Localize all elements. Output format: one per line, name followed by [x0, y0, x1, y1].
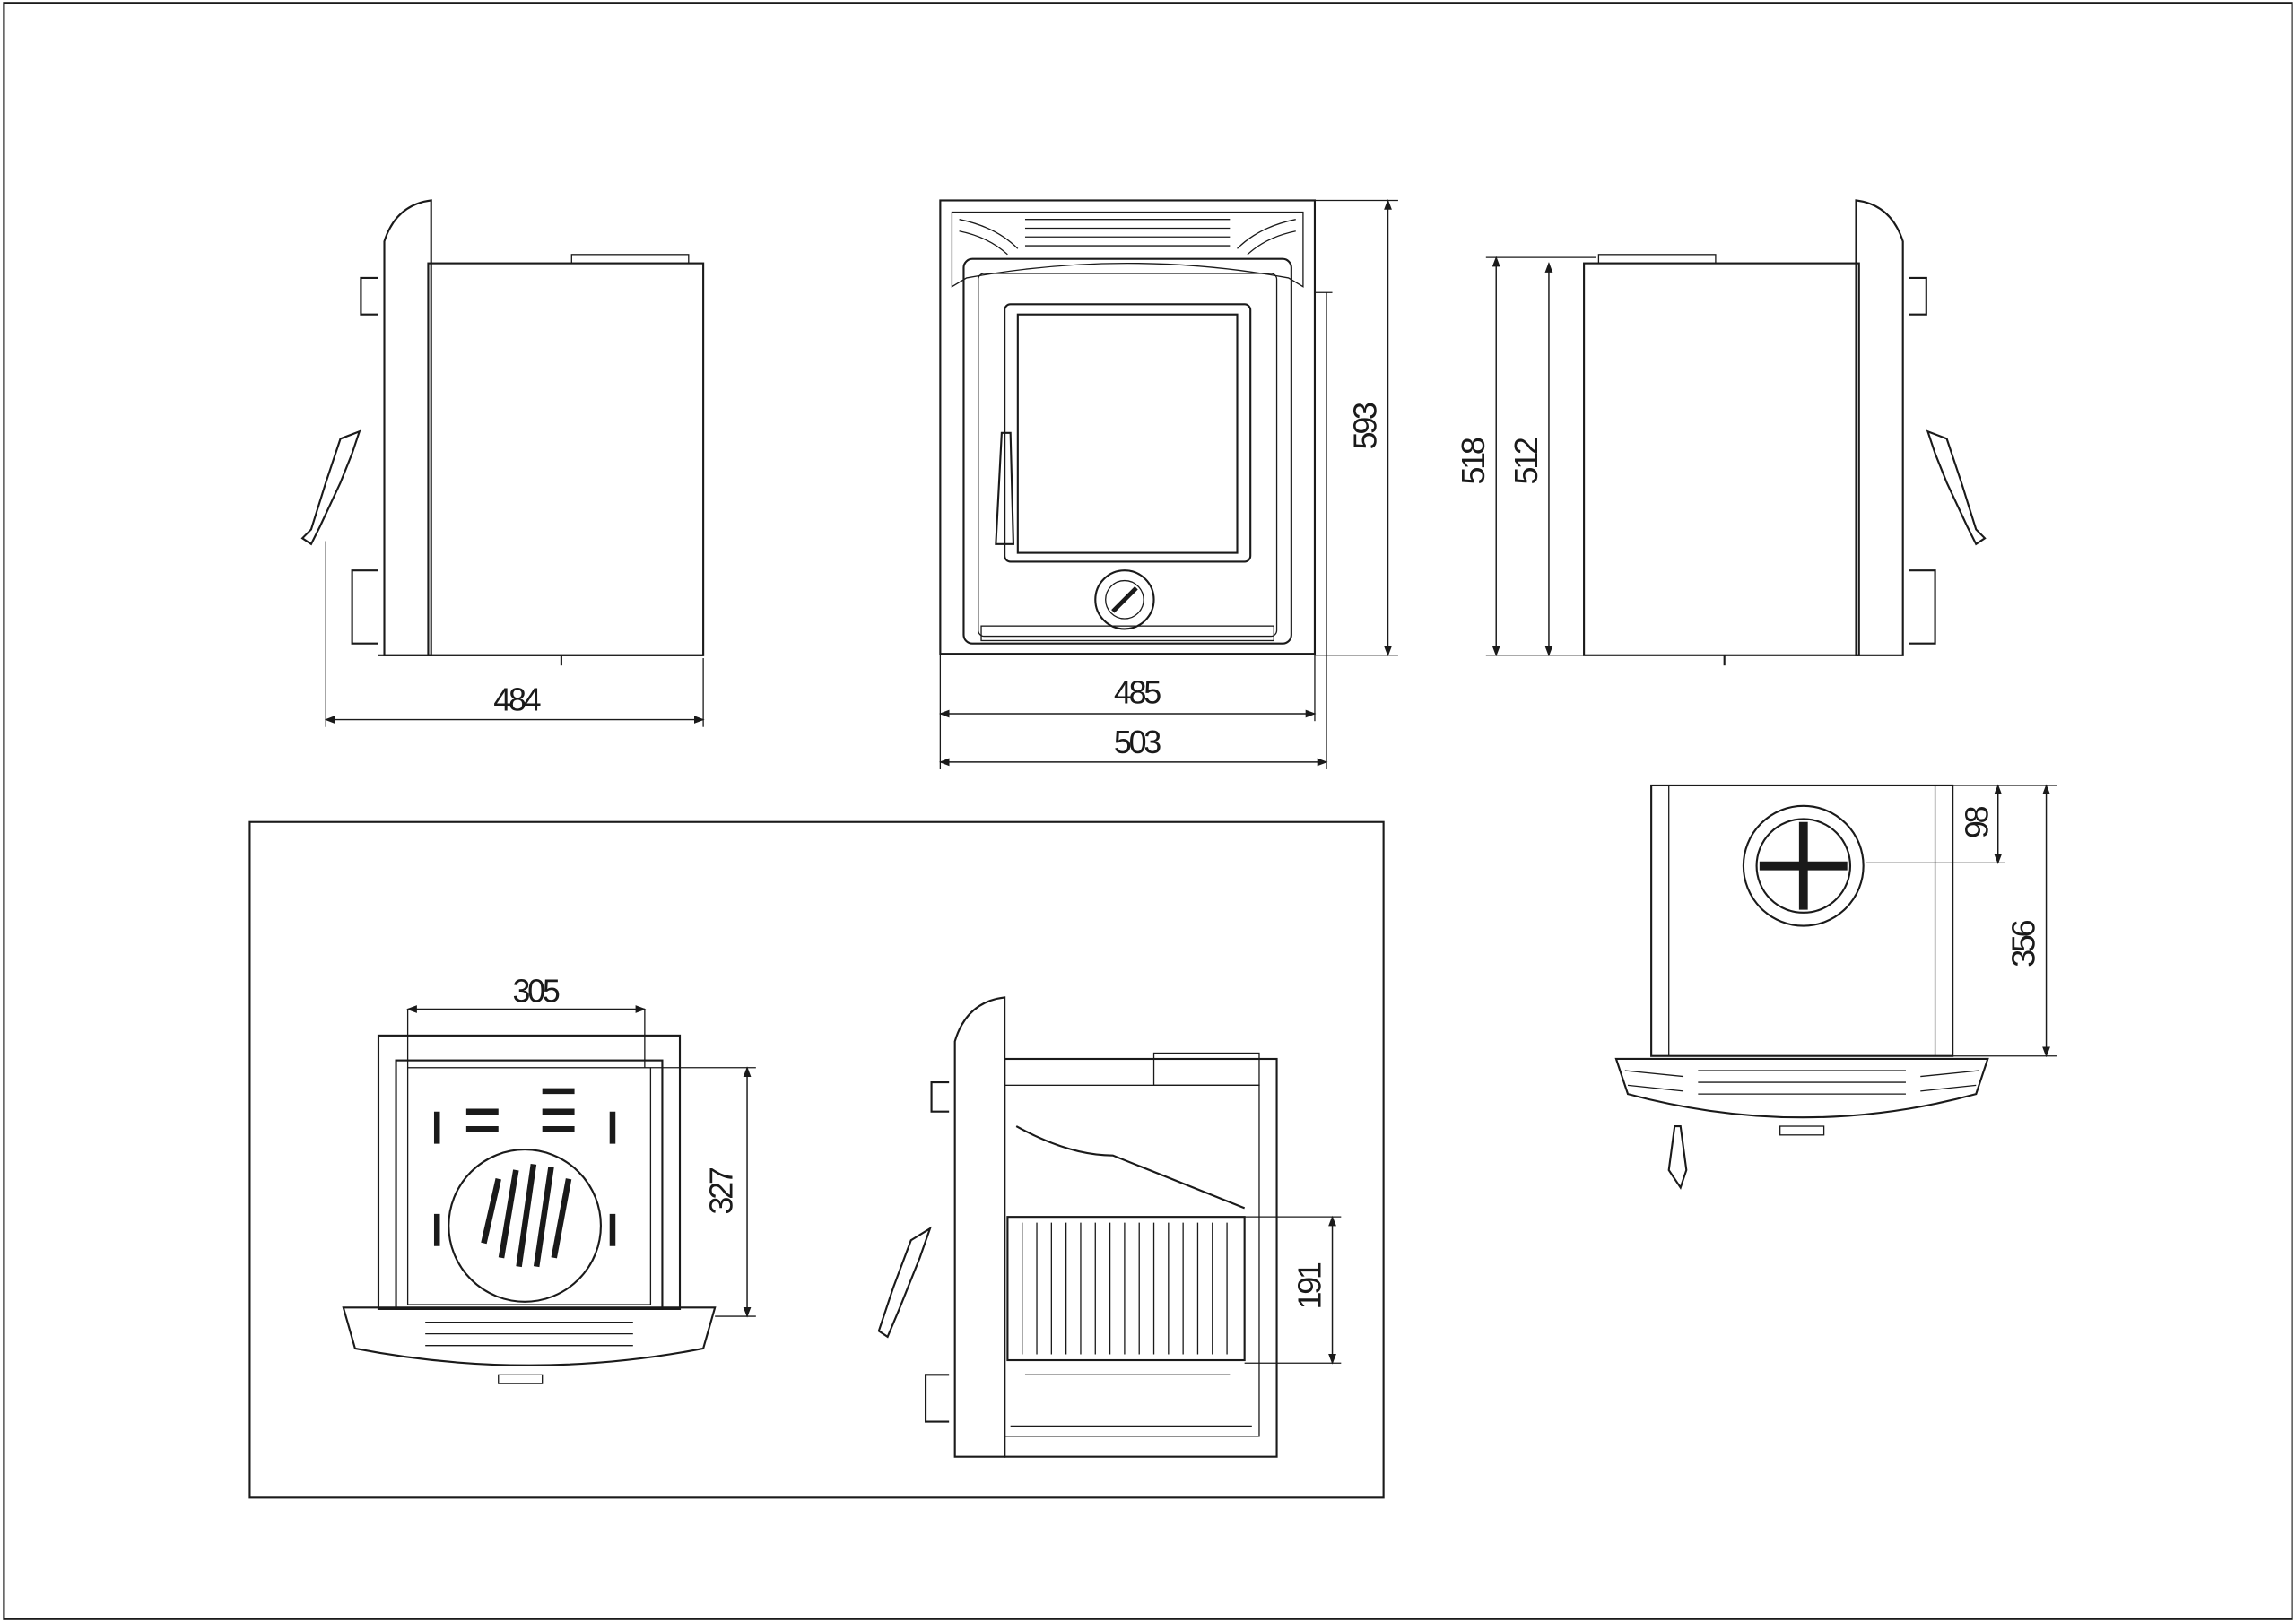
air-control-knob — [1094, 569, 1155, 630]
detail-frame — [248, 820, 1385, 1499]
dimension-305: 305 — [512, 973, 559, 1009]
dimension-327: 327 — [704, 1167, 740, 1214]
dimension-593: 593 — [1347, 403, 1383, 449]
side-view-right: 518 512 — [1456, 199, 1987, 666]
dimension-485: 485 — [1114, 675, 1161, 711]
sheet-border — [3, 2, 2293, 1620]
flue-outlet — [1742, 804, 1865, 927]
top-view: 98 356 — [1614, 784, 2057, 1190]
dimension-98: 98 — [1959, 806, 1995, 838]
dimension-503: 503 — [1114, 724, 1161, 760]
dimension-191: 191 — [1292, 1262, 1327, 1309]
dimension-356: 356 — [2006, 920, 2042, 967]
dimension-512: 512 — [1509, 438, 1544, 484]
front-view: 593 485 503 — [938, 199, 1398, 770]
dimension-518: 518 — [1456, 438, 1492, 484]
dimension-484: 484 — [493, 682, 540, 718]
firebox-side-section: 191 — [877, 996, 1342, 1458]
firebox-top-section: 305 327 — [342, 973, 756, 1384]
side-view-left: 484 — [300, 199, 705, 727]
